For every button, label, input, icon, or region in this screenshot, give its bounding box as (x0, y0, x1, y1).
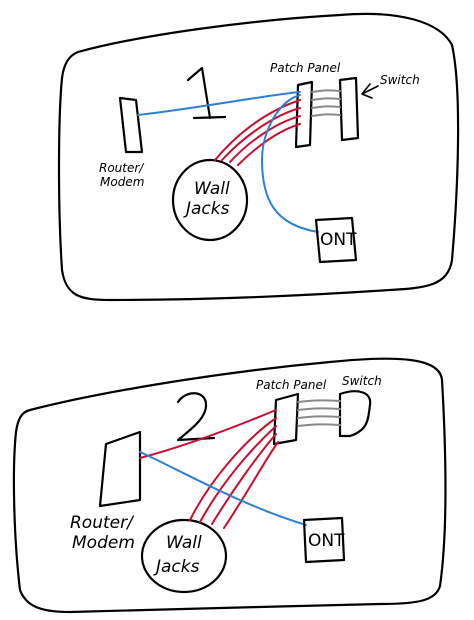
diagram-2-outline (12, 357, 447, 614)
router-label-line2: Modem (100, 175, 144, 189)
patch-cables (297, 399, 341, 427)
patch-panel-label: Patch Panel (256, 378, 327, 392)
router-label-line2: Modem (72, 533, 135, 553)
patch-cable (311, 97, 341, 101)
wall-jacks-label-line2: Jacks (183, 199, 230, 219)
diagram-1: 1 Router/ Modem Patch Panel Switch Wall … (57, 12, 460, 302)
wall-jacks-circle (140, 518, 228, 594)
ont-label: ONT (308, 531, 345, 551)
ont-box (314, 216, 358, 264)
wall-jacks-circle (171, 158, 249, 242)
switch-box (338, 390, 372, 438)
diagram-2: 2 Router/ Modem Patch Panel Switch Wall … (12, 357, 447, 614)
patch-panel-box (272, 392, 300, 446)
switch-pointer-arrow (361, 83, 379, 99)
router-modem-box (98, 430, 142, 508)
ont-label: ONT (320, 230, 357, 250)
ethernet-run (237, 123, 301, 166)
patch-cable (297, 407, 341, 411)
patch-cable (311, 113, 341, 117)
router-label-line1: Router/ (99, 161, 145, 175)
ethernet-run (221, 107, 301, 161)
wall-jacks-label-line2: Jacks (153, 557, 200, 577)
ethernet-run (229, 115, 301, 163)
patch-cables (311, 89, 341, 117)
diagram-2-number (176, 392, 216, 442)
patch-cable (311, 105, 341, 109)
ethernet-run (211, 433, 277, 525)
ethernet-run (139, 409, 277, 459)
patch-panel-box (294, 80, 314, 149)
diagram-1-outline (57, 12, 460, 302)
ethernet-run (214, 99, 301, 161)
ethernet-run (223, 441, 279, 529)
patch-cable (297, 399, 341, 403)
patch-cable (311, 89, 341, 93)
switch-box (338, 76, 360, 142)
wall-jacks-label-line1: Wall (194, 179, 230, 199)
switch-label: Switch (380, 73, 420, 87)
ethernet-run (199, 425, 277, 523)
ethernet-runs (214, 99, 301, 166)
wall-jacks-label-line1: Wall (166, 533, 202, 553)
patch-cable (297, 415, 341, 419)
ont-box (302, 516, 346, 564)
ethernet-run (189, 417, 277, 521)
patch-cable (297, 423, 341, 427)
patch-panel-label: Patch Panel (270, 61, 341, 75)
router-label-line1: Router/ (70, 513, 135, 533)
ethernet-runs (139, 409, 279, 529)
diagram-1-number (186, 66, 227, 120)
coax-router-to-ont (139, 451, 307, 526)
switch-label: Switch (342, 374, 382, 388)
router-modem-box (118, 96, 144, 154)
coax-router-to-panel (137, 91, 301, 116)
coax-panel-to-ont (260, 94, 319, 233)
